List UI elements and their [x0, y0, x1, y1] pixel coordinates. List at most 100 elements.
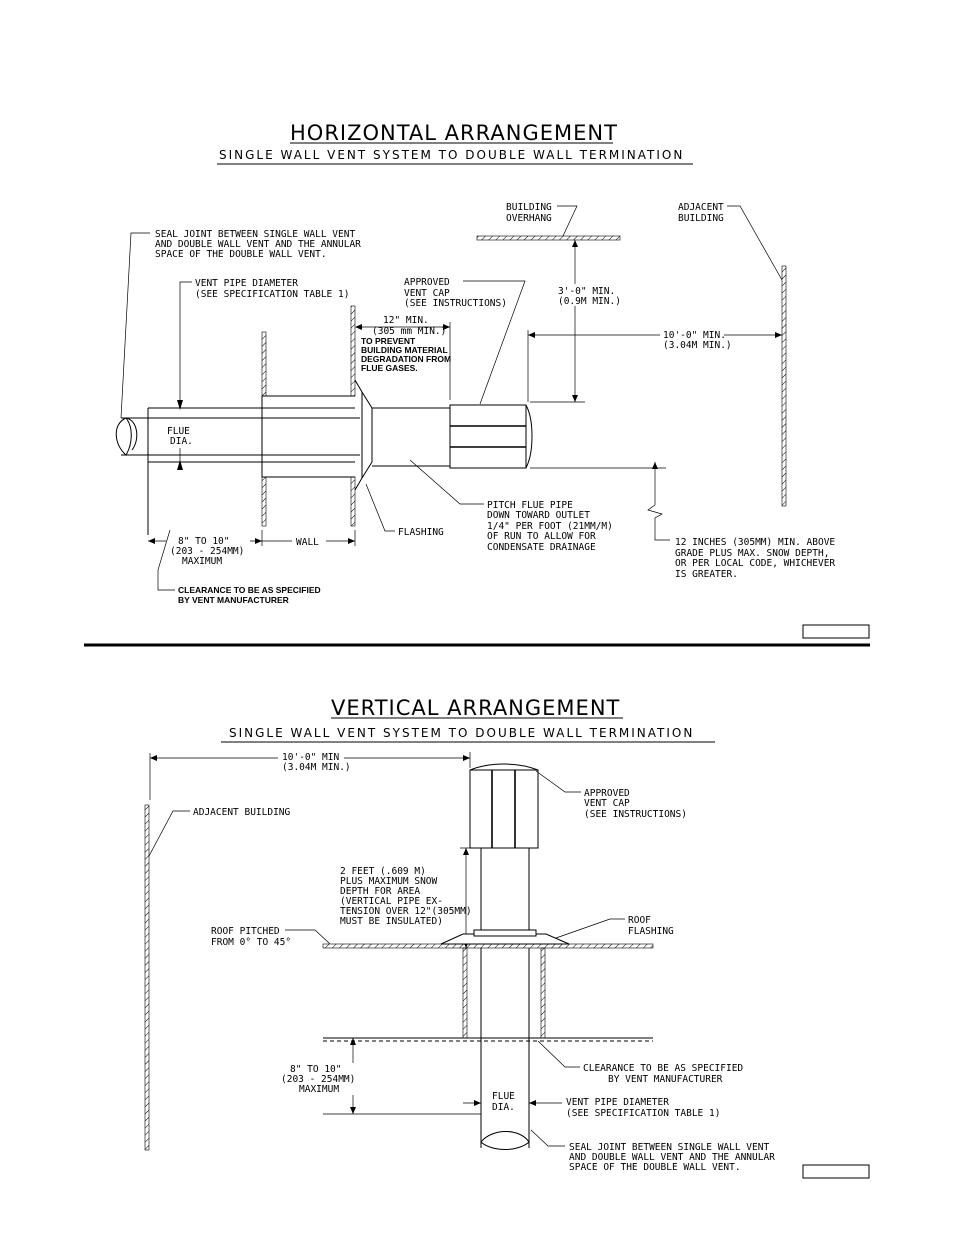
svg-text:APPROVED: APPROVED: [404, 277, 450, 288]
vertical-vent-pipe-diameter-label: VENT PIPE DIAMETER (SEE SPECIFICATION TA…: [566, 1097, 720, 1119]
svg-text:(203 - 254MM): (203 - 254MM): [170, 546, 244, 557]
svg-text:VENT CAP: VENT CAP: [584, 798, 630, 809]
vertical-roof: [322, 929, 654, 949]
svg-text:CONDENSATE DRAINAGE: CONDENSATE DRAINAGE: [487, 542, 596, 553]
svg-text:TENSION OVER 12"(305MM): TENSION OVER 12"(305MM): [340, 906, 472, 917]
svg-text:(3.04M MIN.): (3.04M MIN.): [663, 340, 732, 351]
horizontal-3ft-label: 3'-0" MIN. (0.9M MIN.): [555, 284, 621, 307]
svg-text:FLUE: FLUE: [492, 1091, 515, 1102]
svg-text:OR PER LOCAL CODE, WHICHEVER: OR PER LOCAL CODE, WHICHEVER: [675, 558, 835, 569]
svg-text:VENT CAP: VENT CAP: [404, 288, 450, 299]
svg-text:12" MIN.: 12" MIN.: [383, 315, 429, 326]
horizontal-10ft-label: 10'-0" MIN. (3.04M MIN.): [660, 328, 732, 351]
svg-text:PITCH FLUE PIPE: PITCH FLUE PIPE: [487, 500, 573, 511]
horizontal-vent-pipe-diameter-label: VENT PIPE DIAMETER (SEE SPECIFICATION TA…: [195, 278, 349, 300]
horizontal-arrangement: HORIZONTAL ARRANGEMENT SINGLE WALL VENT …: [115, 121, 870, 639]
svg-text:BY VENT MANUFACTURER: BY VENT MANUFACTURER: [608, 1074, 723, 1085]
svg-text:8" TO 10": 8" TO 10": [178, 536, 229, 547]
horizontal-wall: [261, 305, 356, 527]
vertical-arrangement: VERTICAL ARRANGEMENT SINGLE WALL VENT SY…: [144, 696, 870, 1179]
svg-text:BUILDING: BUILDING: [678, 213, 724, 224]
horizontal-wall-label: WALL: [296, 537, 319, 548]
svg-text:(SEE INSTRUCTIONS): (SEE INSTRUCTIONS): [404, 298, 507, 309]
horizontal-prevent-label: TO PREVENT BUILDING MATERIAL DEGRADATION…: [361, 336, 451, 373]
svg-text:8" TO 10": 8" TO 10": [290, 1064, 341, 1075]
svg-text:(SEE INSTRUCTIONS): (SEE INSTRUCTIONS): [584, 809, 687, 820]
svg-text:FROM 0° TO 45°: FROM 0° TO 45°: [211, 937, 291, 948]
svg-text:IS GREATER.: IS GREATER.: [675, 569, 738, 580]
svg-text:BUILDING: BUILDING: [506, 202, 552, 213]
svg-text:(3.04M MIN.): (3.04M MIN.): [282, 762, 351, 773]
horizontal-adjacent-building-label: ADJACENT BUILDING: [678, 202, 724, 224]
svg-text:DEPTH FOR AREA: DEPTH FOR AREA: [340, 886, 420, 897]
svg-text:10'-0" MIN.: 10'-0" MIN.: [663, 330, 726, 341]
vertical-double-wall-pipe: [480, 848, 530, 935]
svg-text:OF RUN TO ALLOW FOR: OF RUN TO ALLOW FOR: [487, 531, 596, 542]
horizontal-flashing-label: FLASHING: [398, 527, 444, 538]
svg-text:3'-0" MIN.: 3'-0" MIN.: [558, 286, 615, 297]
svg-text:SPACE OF THE DOUBLE WALL VENT.: SPACE OF THE DOUBLE WALL VENT.: [569, 1162, 741, 1173]
horizontal-pitch-label: PITCH FLUE PIPE DOWN TOWARD OUTLET 1/4" …: [487, 500, 613, 553]
horizontal-12-inches-label: 12 INCHES (305MM) MIN. ABOVE GRADE PLUS …: [675, 537, 835, 580]
vertical-vent-cap: [469, 763, 539, 849]
svg-text:DIA.: DIA.: [170, 436, 193, 447]
vertical-roof-pitched-label: ROOF PITCHED FROM 0° TO 45°: [211, 926, 291, 948]
vertical-10ft-label: 10'-0" MIN (3.04M MIN.): [278, 751, 351, 773]
building-overhang: [476, 235, 621, 241]
vertical-title: VERTICAL ARRANGEMENT: [331, 696, 620, 720]
horizontal-12in-min-label: 12" MIN. (305 mm MIN.): [372, 315, 446, 337]
svg-text:(203 - 254MM): (203 - 254MM): [281, 1074, 355, 1085]
svg-text:FLUE: FLUE: [167, 426, 190, 437]
horizontal-building-overhang-label: BUILDING OVERHANG: [506, 202, 552, 224]
horizontal-flashing: [354, 379, 373, 491]
svg-text:AND DOUBLE WALL VENT AND THE A: AND DOUBLE WALL VENT AND THE ANNULAR: [569, 1152, 775, 1163]
vertical-single-wall-pipe: [480, 948, 530, 1150]
horizontal-8-10-label: 8" TO 10" (203 - 254MM) MAXIMUM: [166, 534, 250, 567]
vertical-adjacent-building: [144, 804, 150, 1151]
svg-text:ADJACENT: ADJACENT: [678, 202, 724, 213]
svg-text:SEAL JOINT BETWEEN SINGLE WALL: SEAL JOINT BETWEEN SINGLE WALL VENT: [569, 1142, 769, 1153]
svg-text:PLUS MAXIMUM SNOW: PLUS MAXIMUM SNOW: [340, 876, 438, 887]
svg-text:ROOF: ROOF: [628, 915, 651, 926]
horizontal-figure-box: [802, 624, 870, 639]
svg-text:10'-0" MIN: 10'-0" MIN: [282, 752, 339, 763]
horizontal-flue-dia-label: FLUE DIA.: [167, 426, 193, 447]
vertical-2ft-label: 2 FEET (.609 M) PLUS MAXIMUM SNOW DEPTH …: [340, 866, 472, 927]
adjacent-building: [781, 265, 787, 507]
vertical-flue-dia-label: FLUE DIA.: [492, 1091, 515, 1113]
svg-text:FLUE GASES.: FLUE GASES.: [361, 363, 418, 373]
vertical-8-10-label: 8" TO 10" (203 - 254MM) MAXIMUM: [278, 1063, 366, 1095]
vertical-approved-cap-label: APPROVED VENT CAP (SEE INSTRUCTIONS): [584, 788, 687, 820]
vertical-ceiling: [323, 1037, 653, 1042]
horizontal-clearance-label: CLEARANCE TO BE AS SPECIFIED BY VENT MAN…: [178, 585, 321, 605]
svg-text:MUST BE INSULATED): MUST BE INSULATED): [340, 916, 443, 927]
svg-text:APPROVED: APPROVED: [584, 788, 630, 799]
svg-text:(0.9M MIN.): (0.9M MIN.): [558, 296, 621, 307]
horizontal-approved-cap-label: APPROVED VENT CAP (SEE INSTRUCTIONS): [404, 277, 507, 309]
svg-text:SEAL JOINT BETWEEN SINGLE WALL: SEAL JOINT BETWEEN SINGLE WALL VENT: [155, 229, 355, 240]
svg-text:OVERHANG: OVERHANG: [506, 213, 552, 224]
vertical-figure-box: [802, 1164, 870, 1179]
svg-text:VENT PIPE DIAMETER: VENT PIPE DIAMETER: [566, 1097, 669, 1108]
svg-text:2 FEET (.609 M): 2 FEET (.609 M): [340, 866, 426, 877]
svg-text:TO PREVENT: TO PREVENT: [361, 336, 416, 346]
horizontal-subtitle: SINGLE WALL VENT SYSTEM TO DOUBLE WALL T…: [219, 148, 684, 162]
vertical-adjacent-building-label: ADJACENT BUILDING: [193, 807, 291, 818]
svg-text:(SEE SPECIFICATION TABLE 1): (SEE SPECIFICATION TABLE 1): [195, 289, 349, 300]
svg-text:(VERTICAL PIPE EX-: (VERTICAL PIPE EX-: [340, 896, 443, 907]
svg-text:CLEARANCE TO BE AS SPECIFIED: CLEARANCE TO BE AS SPECIFIED: [178, 585, 321, 595]
svg-text:(SEE SPECIFICATION TABLE 1): (SEE SPECIFICATION TABLE 1): [566, 1108, 720, 1119]
svg-text:CLEARANCE TO BE AS SPECIFIED: CLEARANCE TO BE AS SPECIFIED: [583, 1063, 743, 1074]
horizontal-title: HORIZONTAL ARRANGEMENT: [290, 121, 618, 145]
svg-text:1/4" PER FOOT (21MM/M): 1/4" PER FOOT (21MM/M): [487, 521, 613, 532]
svg-text:DOWN TOWARD OUTLET: DOWN TOWARD OUTLET: [487, 510, 590, 521]
svg-text:AND DOUBLE WALL VENT AND THE A: AND DOUBLE WALL VENT AND THE ANNULAR: [155, 239, 361, 250]
horizontal-double-wall-pipe: [372, 407, 450, 467]
vertical-subtitle: SINGLE WALL VENT SYSTEM TO DOUBLE WALL T…: [229, 726, 694, 740]
svg-text:GRADE PLUS MAX. SNOW DEPTH,: GRADE PLUS MAX. SNOW DEPTH,: [675, 548, 829, 559]
svg-text:SPACE OF THE DOUBLE WALL VENT.: SPACE OF THE DOUBLE WALL VENT.: [155, 249, 327, 260]
horizontal-seal-joint-label: SEAL JOINT BETWEEN SINGLE WALL VENT AND …: [155, 229, 361, 260]
vertical-roof-flashing-label: ROOF FLASHING: [628, 915, 674, 937]
vertical-seal-joint-label: SEAL JOINT BETWEEN SINGLE WALL VENT AND …: [569, 1142, 775, 1173]
